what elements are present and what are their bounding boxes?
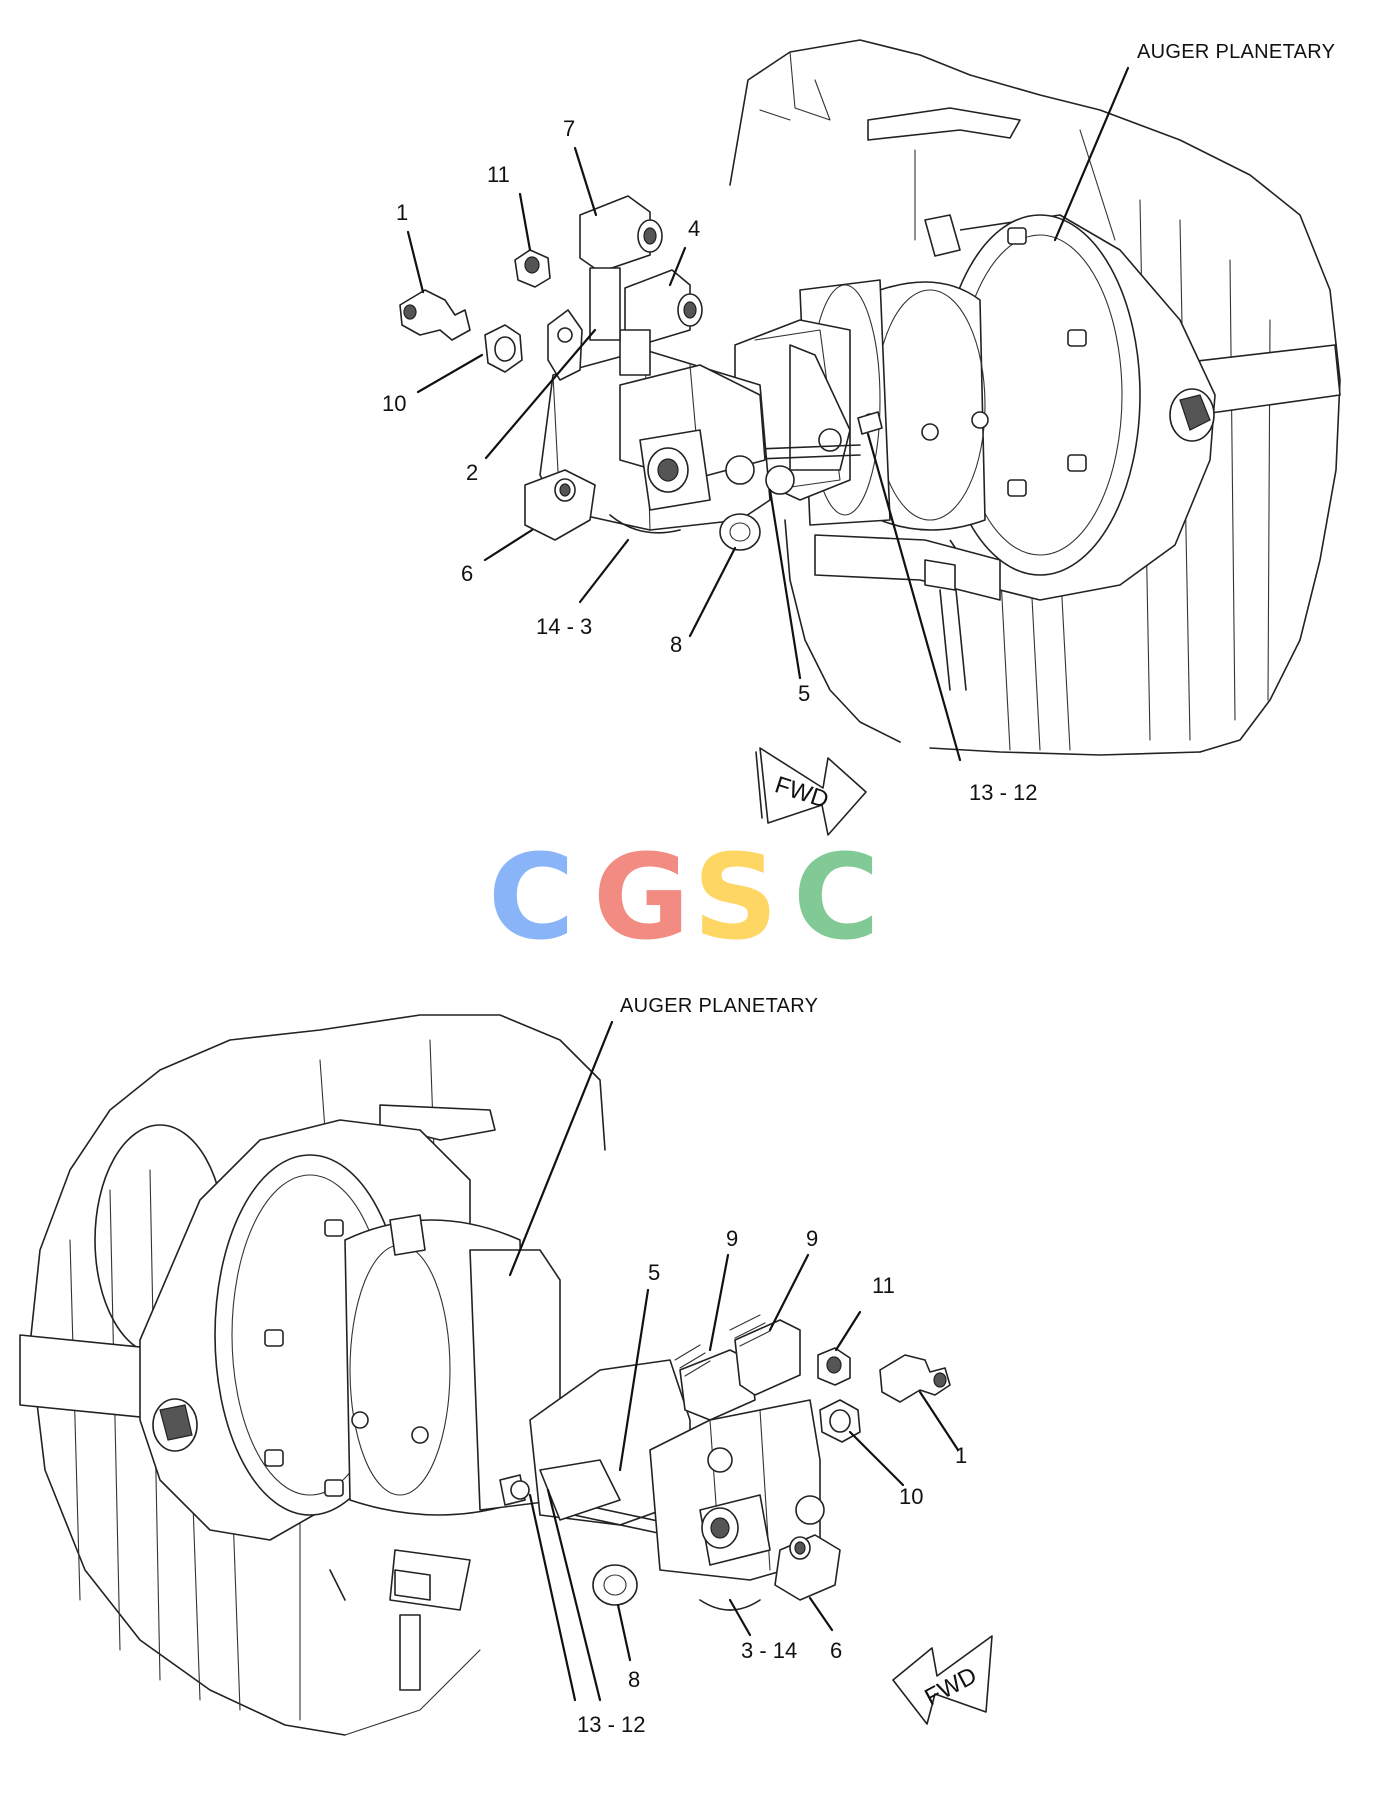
top-callout-1: 1 bbox=[396, 200, 409, 225]
top-callout-13-12: 13 - 12 bbox=[969, 780, 1038, 805]
top-callout-5: 5 bbox=[798, 681, 811, 706]
bottom-callout-9b: 9 bbox=[806, 1226, 819, 1251]
bottom-callout-13-12: 13 - 12 bbox=[577, 1712, 646, 1737]
bottom-view-leaders bbox=[508, 1020, 960, 1702]
top-callout-10: 10 bbox=[382, 391, 407, 416]
bottom-callout-5: 5 bbox=[648, 1260, 661, 1285]
bottom-callout-3-14: 3 - 14 bbox=[741, 1638, 798, 1663]
bottom-callout-6: 6 bbox=[830, 1638, 843, 1663]
cgsc-watermark: C G S C bbox=[488, 838, 880, 948]
watermark-letter-c2: C bbox=[793, 838, 880, 948]
watermark-letter-g: G bbox=[593, 838, 690, 948]
bottom-callout-1: 1 bbox=[955, 1443, 968, 1468]
bottom-callout-8: 8 bbox=[628, 1667, 641, 1692]
top-callout-8: 8 bbox=[670, 632, 683, 657]
bottom-callout-11: 11 bbox=[872, 1273, 895, 1298]
top-callout-4: 4 bbox=[688, 216, 701, 241]
bottom-view-drawing bbox=[19, 1014, 951, 1736]
bottom-fwd-arrow: FWD bbox=[892, 1635, 993, 1725]
top-fwd-arrow: FWD bbox=[755, 747, 867, 836]
top-callout-6: 6 bbox=[461, 561, 474, 586]
watermark-letter-c1: C bbox=[488, 838, 575, 948]
bottom-callout-10: 10 bbox=[899, 1484, 924, 1509]
top-view-leaders bbox=[406, 66, 1130, 762]
top-callout-2: 2 bbox=[466, 460, 479, 485]
top-callout-11: 11 bbox=[487, 162, 510, 187]
watermark-letter-s: S bbox=[693, 838, 778, 948]
top-callout-14-3: 14 - 3 bbox=[536, 614, 593, 639]
top-auger-planetary-label: AUGER PLANETARY bbox=[1137, 41, 1336, 63]
top-view-drawing bbox=[399, 39, 1341, 756]
bottom-auger-planetary-label: AUGER PLANETARY bbox=[620, 995, 819, 1017]
bottom-callout-9a: 9 bbox=[726, 1226, 739, 1251]
top-callout-7: 7 bbox=[563, 116, 576, 141]
